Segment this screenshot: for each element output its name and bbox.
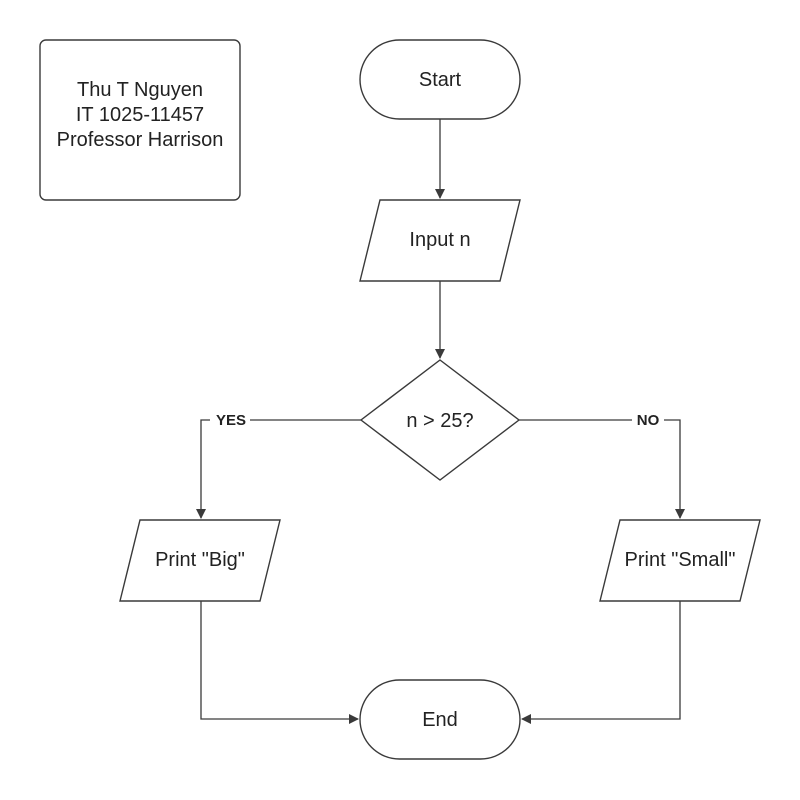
end-terminal-shape: [359, 679, 521, 760]
start-node: Start: [359, 39, 521, 120]
info-course: IT 1025-11457: [76, 104, 204, 126]
input-parallelogram: [359, 199, 521, 282]
end-label: End: [422, 709, 458, 731]
info-box-frame: [39, 39, 241, 201]
connectors: [196, 119, 685, 724]
input-label: Input n: [409, 229, 470, 251]
print-big-node: Print "Big": [119, 519, 281, 602]
edge-decision-yes: [196, 419, 361, 519]
edge-big-to-end: [200, 601, 359, 724]
no-label-bg: [632, 410, 664, 430]
decision-label: n > 25?: [406, 410, 473, 432]
yes-label-bg: [210, 410, 250, 430]
start-label: Start: [419, 69, 462, 91]
edge-small-to-end: [521, 601, 681, 724]
info-box: Thu T Nguyen IT 1025-11457 Professor Har…: [39, 39, 241, 201]
print-small-label: Print "Small": [625, 549, 736, 571]
print-big-parallelogram: [119, 519, 281, 602]
end-node: End: [359, 679, 521, 760]
info-name: Thu T Nguyen: [77, 79, 203, 101]
decision-diamond: [359, 359, 521, 481]
yes-label: YES: [216, 412, 246, 429]
print-big-label: Print "Big": [155, 549, 245, 571]
decision-node: n > 25?: [359, 359, 521, 481]
info-professor: Professor Harrison: [57, 129, 224, 151]
no-label: NO: [637, 412, 660, 429]
input-node: Input n: [359, 199, 521, 282]
edge-decision-no: [519, 419, 685, 519]
print-small-node: Print "Small": [599, 519, 761, 602]
start-terminal-shape: [359, 39, 521, 120]
print-small-parallelogram: [599, 519, 761, 602]
